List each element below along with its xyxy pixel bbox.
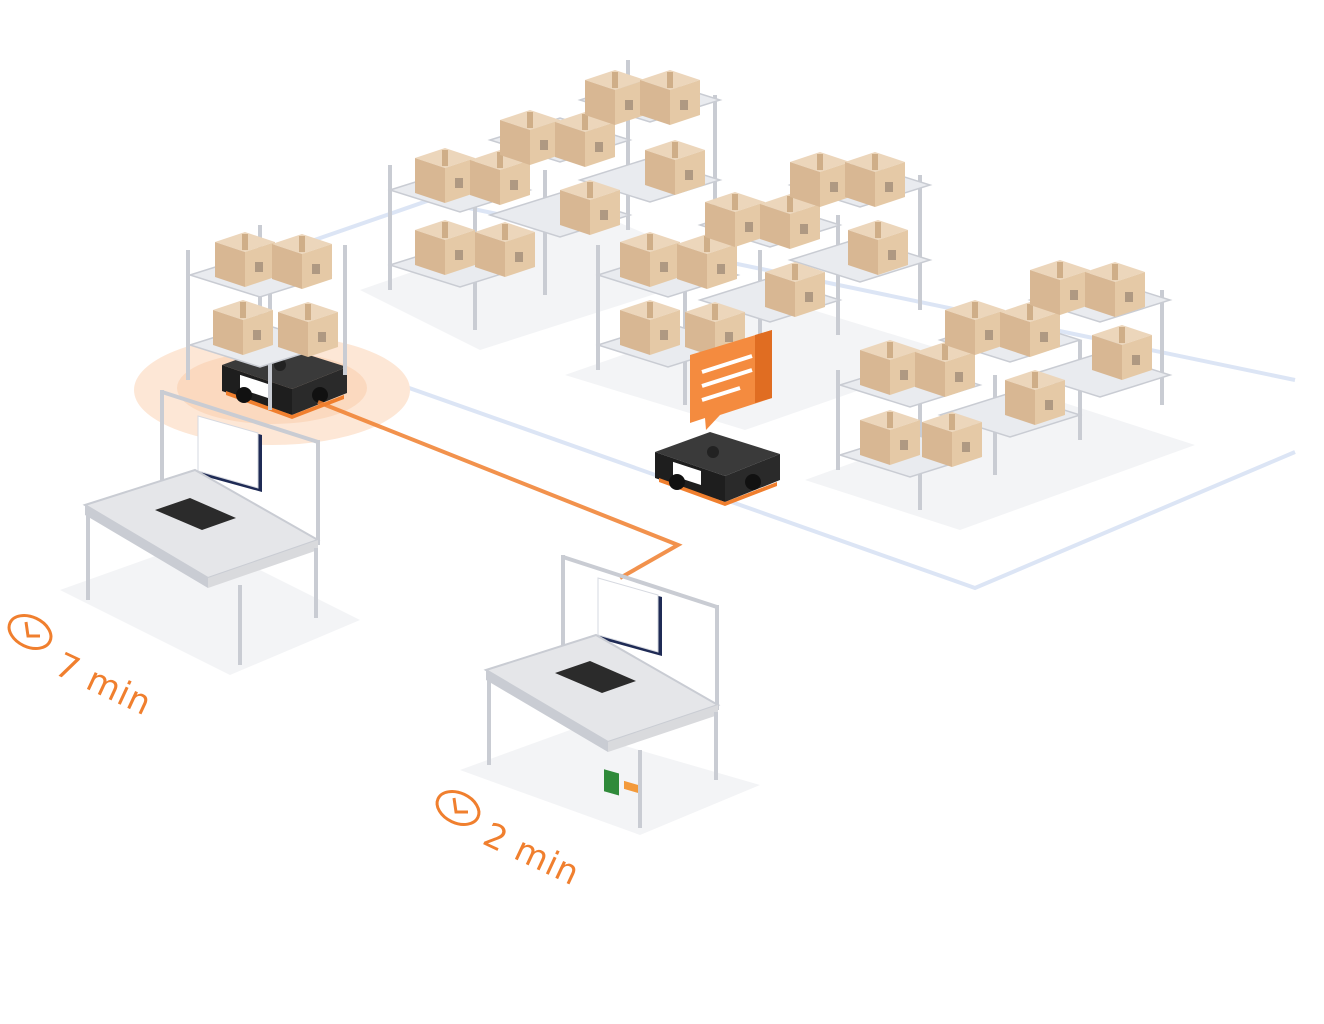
agv-robot-icon: [655, 432, 780, 506]
monitor-icon: [597, 577, 662, 796]
clock-icon: [7, 614, 53, 650]
keyboard-icon: [155, 498, 236, 530]
carried-shelf: [186, 225, 347, 410]
route-line: [317, 400, 683, 580]
keyboard-icon: [555, 661, 636, 693]
workstation-2: [483, 555, 721, 828]
message-bubble-icon: [690, 330, 772, 430]
shelf-unit-c: [836, 260, 1171, 510]
clock-icon: [435, 790, 481, 826]
workstation-1: [82, 390, 321, 665]
